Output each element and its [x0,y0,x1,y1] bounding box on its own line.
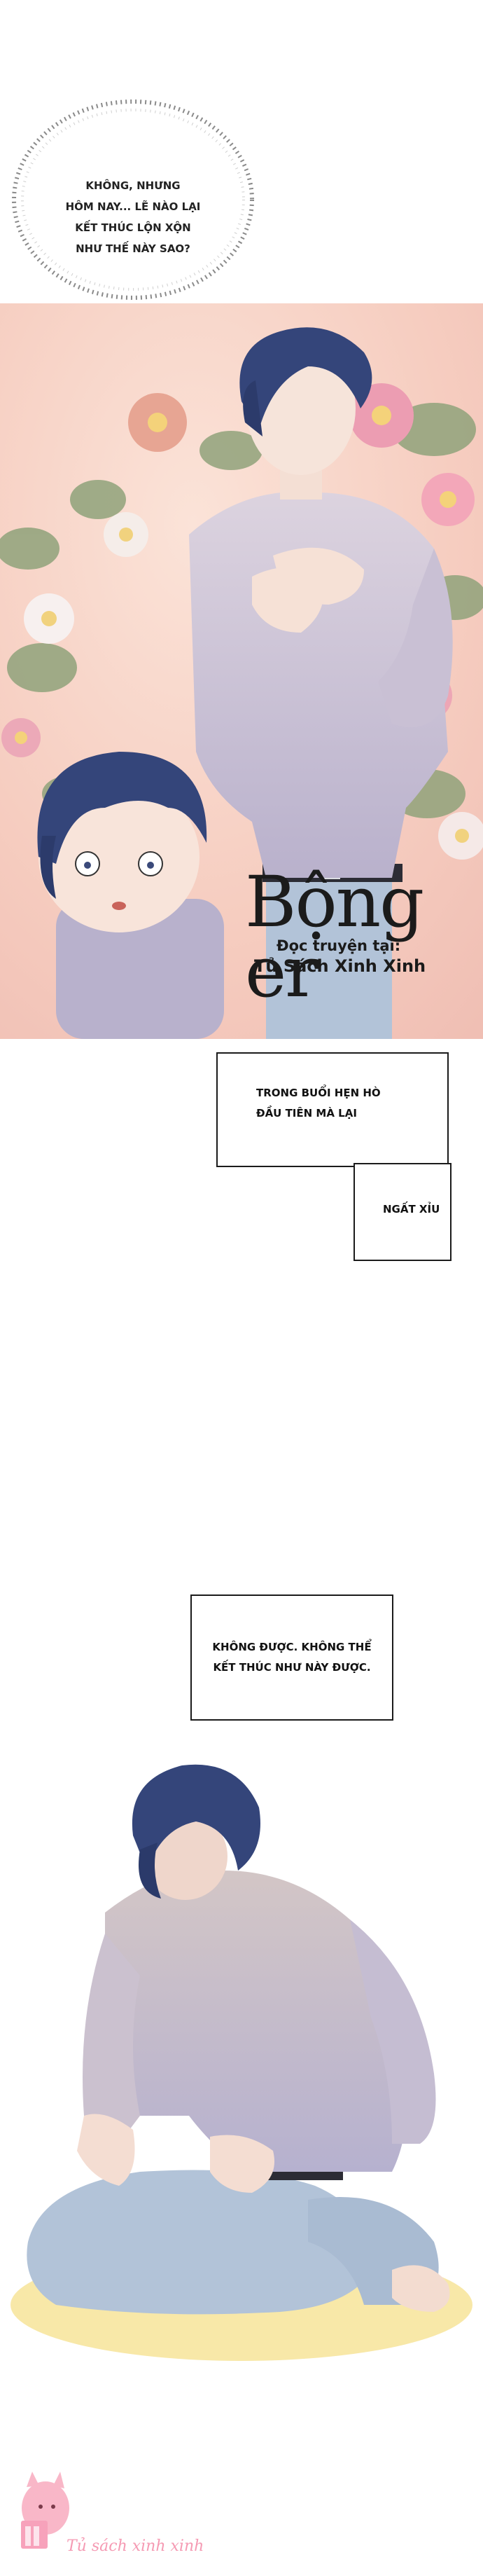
narration-fainted-text: NGẤT XỈU [383,1203,440,1215]
watermark-text: Tủ sách xinh xinh [66,2537,204,2555]
thought-bubble-shape [12,99,254,300]
bubble-line-4: NHƯ THẾ NÀY SAO? [76,242,190,255]
thought-bubble: KHÔNG, NHƯNG HÔM NAY... LẼ NÀO LẠI KẾT T… [7,91,259,301]
narration-line-3: KHÔNG ĐƯỢC. KHÔNG THỂ [212,1641,372,1653]
read-at-label: Đọc truyện tại: [276,937,401,954]
bubble-line-2: HÔM NAY... LẼ NÀO LẠI [65,200,201,213]
panel-flowers-characters: Bộng er Đọc truyện tại: Tủ Sách Xinh Xin… [0,303,483,1039]
cat-logo-icon [14,2466,70,2557]
kneeling-man-illustration [10,1764,472,2361]
narration-line-1: TRONG BUỔI HẸN HÒ [256,1087,381,1099]
series-logo: Bộng er [245,861,424,1013]
chibi-child [37,752,224,1039]
bubble-line-3: KẾT THÚC LỘN XỘN [75,221,191,234]
narration-line-2: ĐẦU TIÊN MÀ LẠI [256,1107,357,1120]
narration-box-cannot-end: KHÔNG ĐƯỢC. KHÔNG THỂ KẾT THÚC NHƯ NÀY Đ… [190,1594,393,1721]
panel-kneeling-man [0,1751,483,2382]
narration-box-first-date: TRONG BUỔI HẸN HÒ ĐẦU TIÊN MÀ LẠI [216,1052,449,1167]
tall-man [189,327,453,1039]
site-name: Tủ Sách Xinh Xinh [254,956,426,976]
narration-line-4: KẾT THÚC NHƯ NÀY ĐƯỢC. [213,1661,371,1674]
thought-bubble-text: KHÔNG, NHƯNG HÔM NAY... LẼ NÀO LẠI KẾT T… [35,175,231,259]
narration-box-fainted: NGẤT XỈU [354,1163,451,1261]
panel-flowers-illustration [0,303,483,1039]
bubble-line-1: KHÔNG, NHƯNG [85,179,181,192]
cat-logo-svg [21,2472,69,2549]
